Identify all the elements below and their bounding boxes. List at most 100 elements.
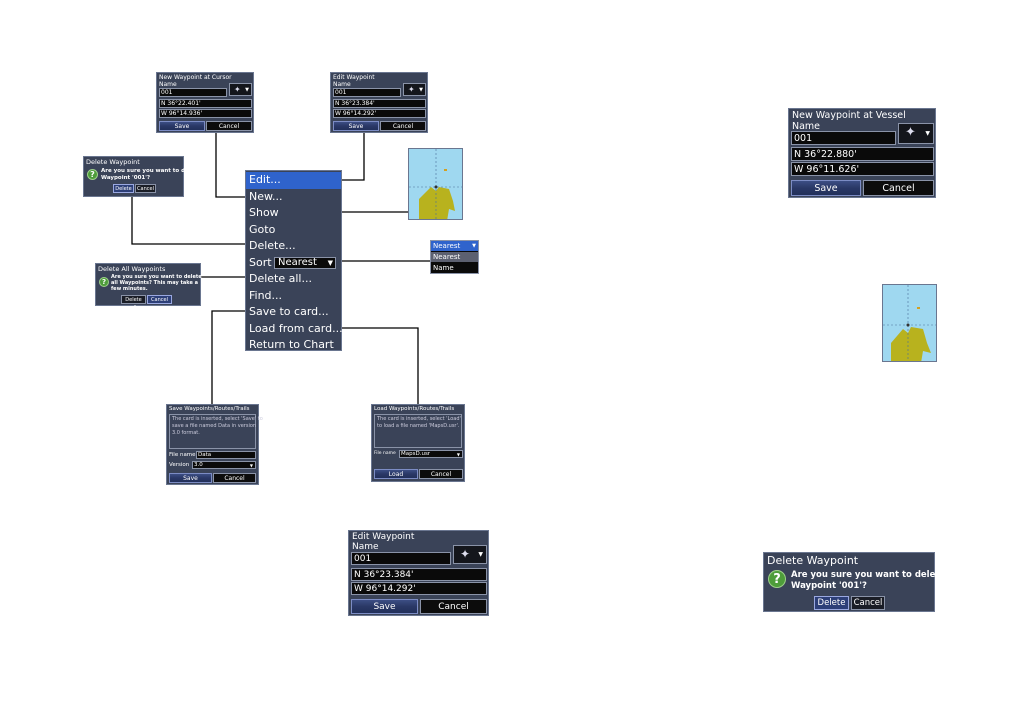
save-button[interactable]: Save (159, 121, 205, 131)
waypoint-symbol-icon: ✦ (408, 85, 415, 94)
dialog-title: Save Waypoints/Routes/Trails (169, 406, 250, 412)
cancel-button[interactable]: Cancel (213, 473, 256, 483)
longitude-field[interactable]: W 96°14.292' (351, 582, 487, 595)
dialog-title: Delete Waypoint (767, 554, 859, 567)
load-waypoints-dialog: Load Waypoints/Routes/Trails The card is… (371, 404, 465, 482)
file-name-value: MapsD.usr (401, 451, 431, 457)
latitude-field[interactable]: N 36°23.384' (351, 568, 487, 581)
question-icon: ? (99, 277, 109, 287)
version-select[interactable]: 3.0 ▼ (192, 461, 256, 469)
dialog-message-line-1: The card is inserted, select 'Save' to (172, 416, 263, 422)
file-name-label: File name (169, 452, 196, 458)
cancel-button[interactable]: Cancel (147, 295, 172, 304)
delete-button[interactable]: Delete (814, 596, 849, 610)
delete-waypoint-small-dialog: Delete Waypoint ? Are you sure you want … (83, 156, 201, 197)
message-box: The card is inserted, select 'Load' to l… (374, 414, 462, 448)
dialog-message-line-2: to load a file named 'MapsD.usr'. (377, 423, 460, 429)
sort-select-value: Nearest (278, 256, 317, 268)
name-field[interactable]: 001 (159, 88, 227, 97)
chevron-down-icon: ▼ (245, 87, 249, 93)
chevron-down-icon: ▼ (472, 243, 476, 249)
menu-item-edit[interactable]: Edit... (246, 172, 341, 189)
save-button[interactable]: Save (333, 121, 379, 131)
chevron-down-icon: ▼ (925, 130, 930, 137)
cancel-button[interactable]: Cancel (851, 596, 885, 610)
waypoint-menu: Edit... New... Show Goto Delete... Sort … (245, 170, 343, 351)
waypoint-icon-select[interactable]: ✦ ▼ (453, 545, 487, 564)
chevron-down-icon: ▼ (419, 87, 423, 93)
save-button[interactable]: Save (169, 473, 212, 483)
dialog-message-line-2: Waypoint '001'? (791, 581, 867, 591)
latitude-field[interactable]: N 36°22.401' (159, 99, 252, 108)
load-button[interactable]: Load (374, 469, 418, 479)
waypoint-symbol-icon: ✦ (460, 547, 471, 561)
menu-item-delete-all[interactable]: Delete all... (249, 272, 312, 285)
dialog-title: Edit Waypoint (352, 532, 415, 542)
question-icon: ? (87, 169, 98, 180)
name-field[interactable]: 001 (351, 552, 451, 565)
waypoint-icon-select[interactable]: ✦ ▼ (229, 83, 252, 96)
dialog-message-line-2: all Waypoints? This may take a (111, 280, 198, 286)
dialog-message-line-2: save a file named Data in version (172, 423, 257, 429)
cancel-button[interactable]: Cancel (380, 121, 426, 131)
dialog-message-line-3: 3.0 format. (172, 430, 200, 436)
delete-all-waypoints-dialog: Delete All Waypoints ? Are you sure you … (95, 263, 202, 311)
dialog-message-line-1: Are you sure you want to delete (791, 570, 946, 580)
dialog-message-line-1: Are you sure you want to delete (111, 274, 202, 280)
version-label: Version (169, 462, 190, 468)
question-icon: ? (768, 570, 786, 588)
cancel-button[interactable]: Cancel (206, 121, 252, 131)
dialog-title: Delete All Waypoints (98, 265, 166, 273)
cancel-button[interactable]: Cancel (420, 599, 487, 614)
file-name-field[interactable]: Data (196, 451, 256, 459)
save-button[interactable]: Save (791, 180, 861, 196)
waypoint-icon-select[interactable]: ✦ ▼ (898, 123, 934, 144)
cancel-button[interactable]: Cancel (419, 469, 463, 479)
menu-item-sort[interactable]: Sort Nearest ▼ (246, 255, 341, 272)
latitude-field[interactable]: N 36°22.880' (791, 147, 934, 161)
delete-all-button[interactable]: Delete all (121, 295, 146, 311)
menu-item-delete[interactable]: Delete... (249, 239, 296, 252)
file-name-select[interactable]: MapsD.usr ▼ (399, 450, 463, 458)
message-box: The card is inserted, select 'Save' to s… (169, 414, 263, 449)
chevron-down-icon: ▼ (327, 258, 333, 267)
menu-item-goto[interactable]: Goto (249, 222, 276, 236)
name-field[interactable]: 001 (791, 131, 896, 145)
dialog-message-line-1: The card is inserted, select 'Load' (377, 416, 461, 422)
edit-waypoint-small-dialog: Edit Waypoint Name 001 ✦ ▼ N 36°23.384' … (330, 72, 428, 133)
latitude-field[interactable]: N 36°23.384' (333, 99, 426, 108)
dialog-title: Delete Waypoint (86, 158, 140, 166)
menu-item-new[interactable]: New... (249, 189, 283, 203)
new-waypoint-cursor-dialog: New Waypoint at Cursor Name 001 ✦ ▼ N 36… (156, 72, 254, 133)
longitude-field[interactable]: W 96°14.936' (159, 109, 252, 118)
sort-dropdown-header[interactable]: Nearest ▼ (431, 241, 478, 251)
waypoint-symbol-icon: ✦ (905, 125, 916, 140)
dialog-title: New Waypoint at Cursor (159, 74, 232, 81)
waypoint-icon-select[interactable]: ✦ ▼ (403, 83, 426, 96)
menu-item-show[interactable]: Show (249, 206, 279, 219)
menu-item-load-from-card[interactable]: Load from card... (249, 321, 343, 335)
sort-select[interactable]: Nearest ▼ (274, 256, 336, 269)
dialog-message-line-1: Are you sure you want to delete (101, 168, 201, 174)
new-waypoint-vessel-dialog: New Waypoint at Vessel Name 001 ✦ ▼ N 36… (788, 108, 936, 198)
chart-preview-large (882, 284, 937, 362)
save-button[interactable]: Save (351, 599, 418, 614)
cancel-button[interactable]: Cancel (863, 180, 934, 196)
longitude-field[interactable]: W 96°11.626' (791, 162, 934, 176)
longitude-field[interactable]: W 96°14.292' (333, 109, 426, 118)
file-name-label: File name (374, 451, 396, 456)
name-label: Name (352, 542, 379, 552)
menu-item-save-to-card[interactable]: Save to card... (249, 305, 329, 318)
name-field[interactable]: 001 (333, 88, 401, 97)
sort-option-nearest[interactable]: Nearest (431, 252, 478, 262)
menu-item-find[interactable]: Find... (249, 288, 283, 302)
cancel-button[interactable]: Cancel (135, 184, 156, 193)
dialog-message-line-2: Waypoint '001'? (101, 175, 151, 181)
edit-waypoint-large-dialog: Edit Waypoint Name 001 ✦ ▼ N 36°23.384' … (348, 530, 489, 616)
menu-item-return-to-chart[interactable]: Return to Chart (249, 338, 334, 351)
chart-preview-small (408, 148, 463, 220)
sort-option-name[interactable]: Name (433, 264, 454, 272)
name-label: Name (333, 81, 351, 88)
sort-label: Sort (249, 255, 272, 269)
delete-button[interactable]: Delete (113, 184, 134, 193)
